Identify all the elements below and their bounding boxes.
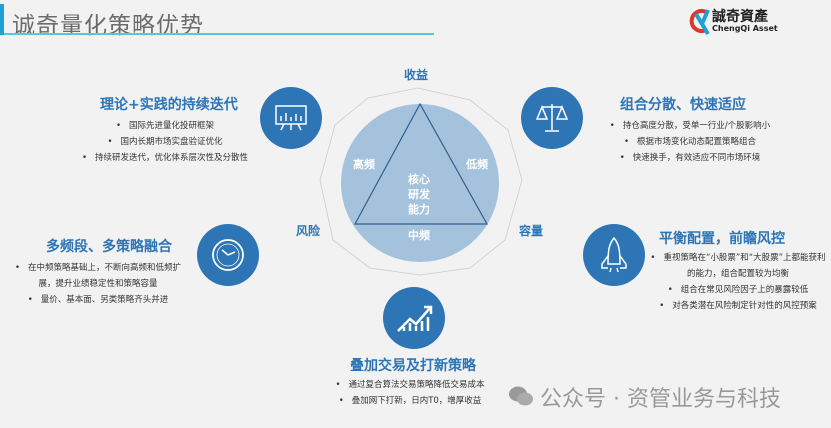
core-line: 核心	[408, 173, 430, 186]
axis-label-return: 收益	[404, 68, 429, 82]
list-item: 组合在常见风险因子上的暴露较低	[648, 282, 828, 298]
list-item: 量价、基本面、另类策略齐头并进	[8, 292, 188, 308]
section-list: 持仓高度分散，受单一行业/个股影响小根据市场变化动态配置策略组合快速换手，有效适…	[590, 118, 790, 166]
list-item: 持仓高度分散，受单一行业/个股影响小	[590, 118, 790, 134]
section-title: 多频段、多策略融合	[46, 239, 172, 255]
presentation-chart-icon	[260, 87, 322, 149]
clock-icon	[197, 224, 259, 286]
list-item: 对各类潜在风险制定针对性的风控预案	[648, 298, 828, 314]
core-label: 核心研发能力	[408, 172, 430, 217]
logo-text: 誠奇資產	[712, 9, 768, 25]
section-title: 叠加交易及打新策略	[350, 358, 476, 374]
list-item: 国内长期市场实盘验证优化	[75, 134, 255, 150]
core-circle	[341, 104, 499, 262]
list-item: 根据市场变化动态配置策略组合	[590, 134, 790, 150]
title-underline	[4, 33, 434, 35]
watermark: 公众号 · 资管业务与科技	[540, 387, 781, 412]
radar-outline	[319, 87, 523, 276]
list-item: 持续研发迭代，优化体系层次性及分散性	[75, 150, 255, 166]
section-title: 理论+实践的持续迭代	[100, 97, 238, 113]
section-list: 在中频策略基础上，不断向高频和低频扩展，提升业绩稳定性和策略容量量价、基本面、另…	[8, 260, 188, 308]
section-list: 国际先进量化投研框架国内长期市场实盘验证优化持续研发迭代，优化体系层次性及分散性	[75, 118, 255, 166]
list-item: 在中频策略基础上，不断向高频和低频扩展，提升业绩稳定性和策略容量	[8, 260, 188, 292]
core-line: 能力	[408, 203, 430, 216]
label-low-freq: 低频	[466, 158, 488, 171]
axis-label-capacity: 容量	[519, 224, 544, 238]
section-title: 组合分散、快速适应	[620, 97, 746, 113]
label-mid-freq: 中频	[408, 229, 430, 242]
section-list: 重视策略在“小股票”和“大股票”上都能获利的能力，组合配置较为均衡组合在常见风险…	[648, 250, 828, 314]
label-high-freq: 高频	[353, 158, 375, 171]
list-item: 叠加网下打新，日内T0，增厚收益	[320, 393, 500, 409]
list-item: 通过复合算法交易策略降低交易成本	[320, 377, 500, 393]
section-title: 平衡配置，前瞻风控	[659, 231, 785, 247]
section-list: 通过复合算法交易策略降低交易成本叠加网下打新，日内T0，增厚收益	[320, 377, 500, 409]
logo-subtext: ChengQi Asset	[712, 24, 778, 33]
growth-chart-icon	[383, 287, 445, 349]
wechat-icon	[509, 386, 533, 406]
list-item: 快速换手，有效适应不同市场环境	[590, 150, 790, 166]
rocket-icon	[583, 224, 645, 286]
core-line: 研发	[408, 188, 430, 201]
scale-icon	[521, 87, 583, 149]
core-triangle	[353, 102, 489, 225]
list-item: 国际先进量化投研框架	[75, 118, 255, 134]
axis-label-risk: 风险	[296, 224, 321, 238]
title-accent-bar	[0, 4, 4, 35]
logo-icon	[689, 9, 710, 36]
list-item: 重视策略在“小股票”和“大股票”上都能获利的能力，组合配置较为均衡	[648, 250, 828, 282]
